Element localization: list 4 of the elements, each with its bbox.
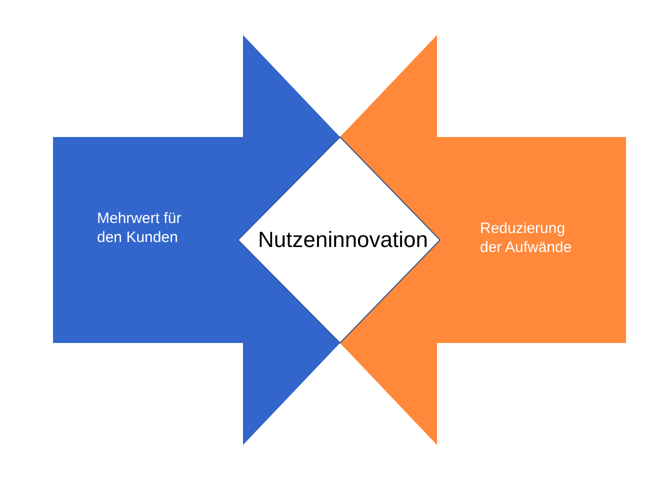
diamond-label: Nutzeninnovation xyxy=(256,226,429,254)
arrow-label: Mehrwert für den Kunden xyxy=(97,209,182,247)
decision-diamond xyxy=(238,137,440,343)
arrow-label: Reduzierung der Aufwände xyxy=(480,219,573,257)
